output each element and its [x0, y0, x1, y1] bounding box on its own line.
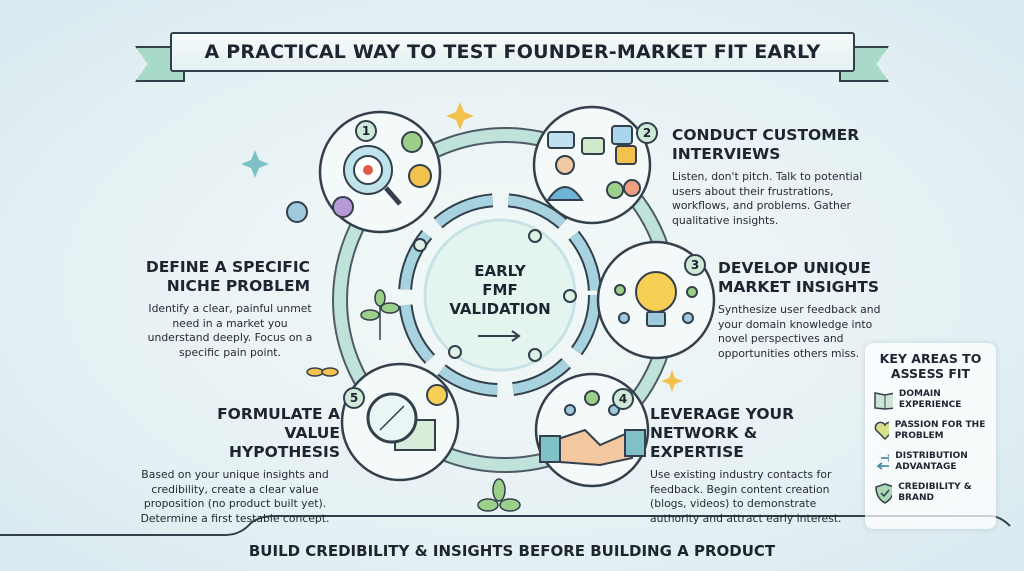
sparkle-icon: [241, 150, 269, 178]
step-number-badge: 4: [612, 388, 634, 410]
step-heading: CONDUCT CUSTOMER INTERVIEWS: [672, 126, 860, 163]
handshake-icon: [539, 390, 646, 467]
compass-icon: [366, 384, 448, 451]
step-body: Based on your unique insights and credib…: [140, 468, 330, 525]
step-body: Listen, don't pitch. Talk to potential u…: [672, 170, 863, 227]
step-heading: DEFINE A SPECIFIC NICHE PROBLEM: [145, 258, 310, 295]
key-area-item: DISTRIBUTION ADVANTAGE: [873, 451, 988, 473]
step-heading: FORMULATE A VALUE HYPOTHESIS: [217, 405, 340, 461]
step2-text: CONDUCT CUSTOMER INTERVIEWS Listen, don'…: [672, 126, 872, 228]
title-banner: A PRACTICAL WAY TO TEST FOUNDER-MARKET F…: [170, 32, 855, 72]
book-icon: [874, 392, 893, 410]
step1-text: DEFINE A SPECIFIC NICHE PROBLEM Identify…: [140, 258, 320, 360]
key-area-item: PASSION FOR THE PROBLEM: [873, 420, 988, 442]
footer-tagline: BUILD CREDIBILITY & INSIGHTS BEFORE BUIL…: [248, 542, 776, 560]
heart-icon: [874, 421, 889, 441]
key-area-item: DOMAIN EXPERIENCE: [873, 389, 988, 411]
interview-icon: [546, 125, 641, 201]
key-areas-panel: KEY AREAS TO ASSESS FIT DOMAIN EXPERIENC…: [865, 343, 996, 529]
lightbulb-icon: [614, 271, 698, 327]
footer-divider: [0, 515, 1011, 536]
step5-text: FORMULATE A VALUE HYPOTHESIS Based on yo…: [130, 405, 340, 526]
step-heading: LEVERAGE YOUR NETWORK & EXPERTISE: [650, 405, 795, 461]
key-areas-title: KEY AREAS TO ASSESS FIT: [879, 351, 982, 381]
shield-check-icon: [875, 483, 893, 504]
step-number-badge: 1: [355, 120, 377, 142]
step-number-badge: 3: [684, 254, 706, 276]
step4-text: LEVERAGE YOUR NETWORK & EXPERTISE Use ex…: [650, 405, 855, 526]
step-number-badge: 5: [343, 387, 365, 409]
step-body: Synthesize user feedback and your domain…: [718, 303, 881, 360]
gear-icon: [286, 201, 308, 223]
sparkle-icon: [661, 370, 683, 392]
step-body: Use existing industry contacts for feedb…: [650, 468, 842, 525]
step-body: Identify a clear, painful unmet need in …: [147, 302, 313, 359]
inner-ring-fill: [400, 195, 600, 395]
page-title: A PRACTICAL WAY TO TEST FOUNDER-MARKET F…: [204, 41, 821, 63]
step-heading: DEVELOP UNIQUE MARKET INSIGHTS: [718, 259, 880, 296]
step3-text: DEVELOP UNIQUE MARKET INSIGHTS Synthesiz…: [718, 259, 893, 361]
target-magnifier-icon: [343, 131, 432, 206]
sparkle-icon: [446, 102, 474, 130]
step-number-badge: 2: [636, 122, 658, 144]
plant-icon: [306, 289, 521, 512]
key-area-item: CREDIBILITY & BRAND: [873, 482, 988, 504]
gear-icon: [332, 196, 354, 218]
arrows-exchange-icon: [876, 454, 890, 470]
